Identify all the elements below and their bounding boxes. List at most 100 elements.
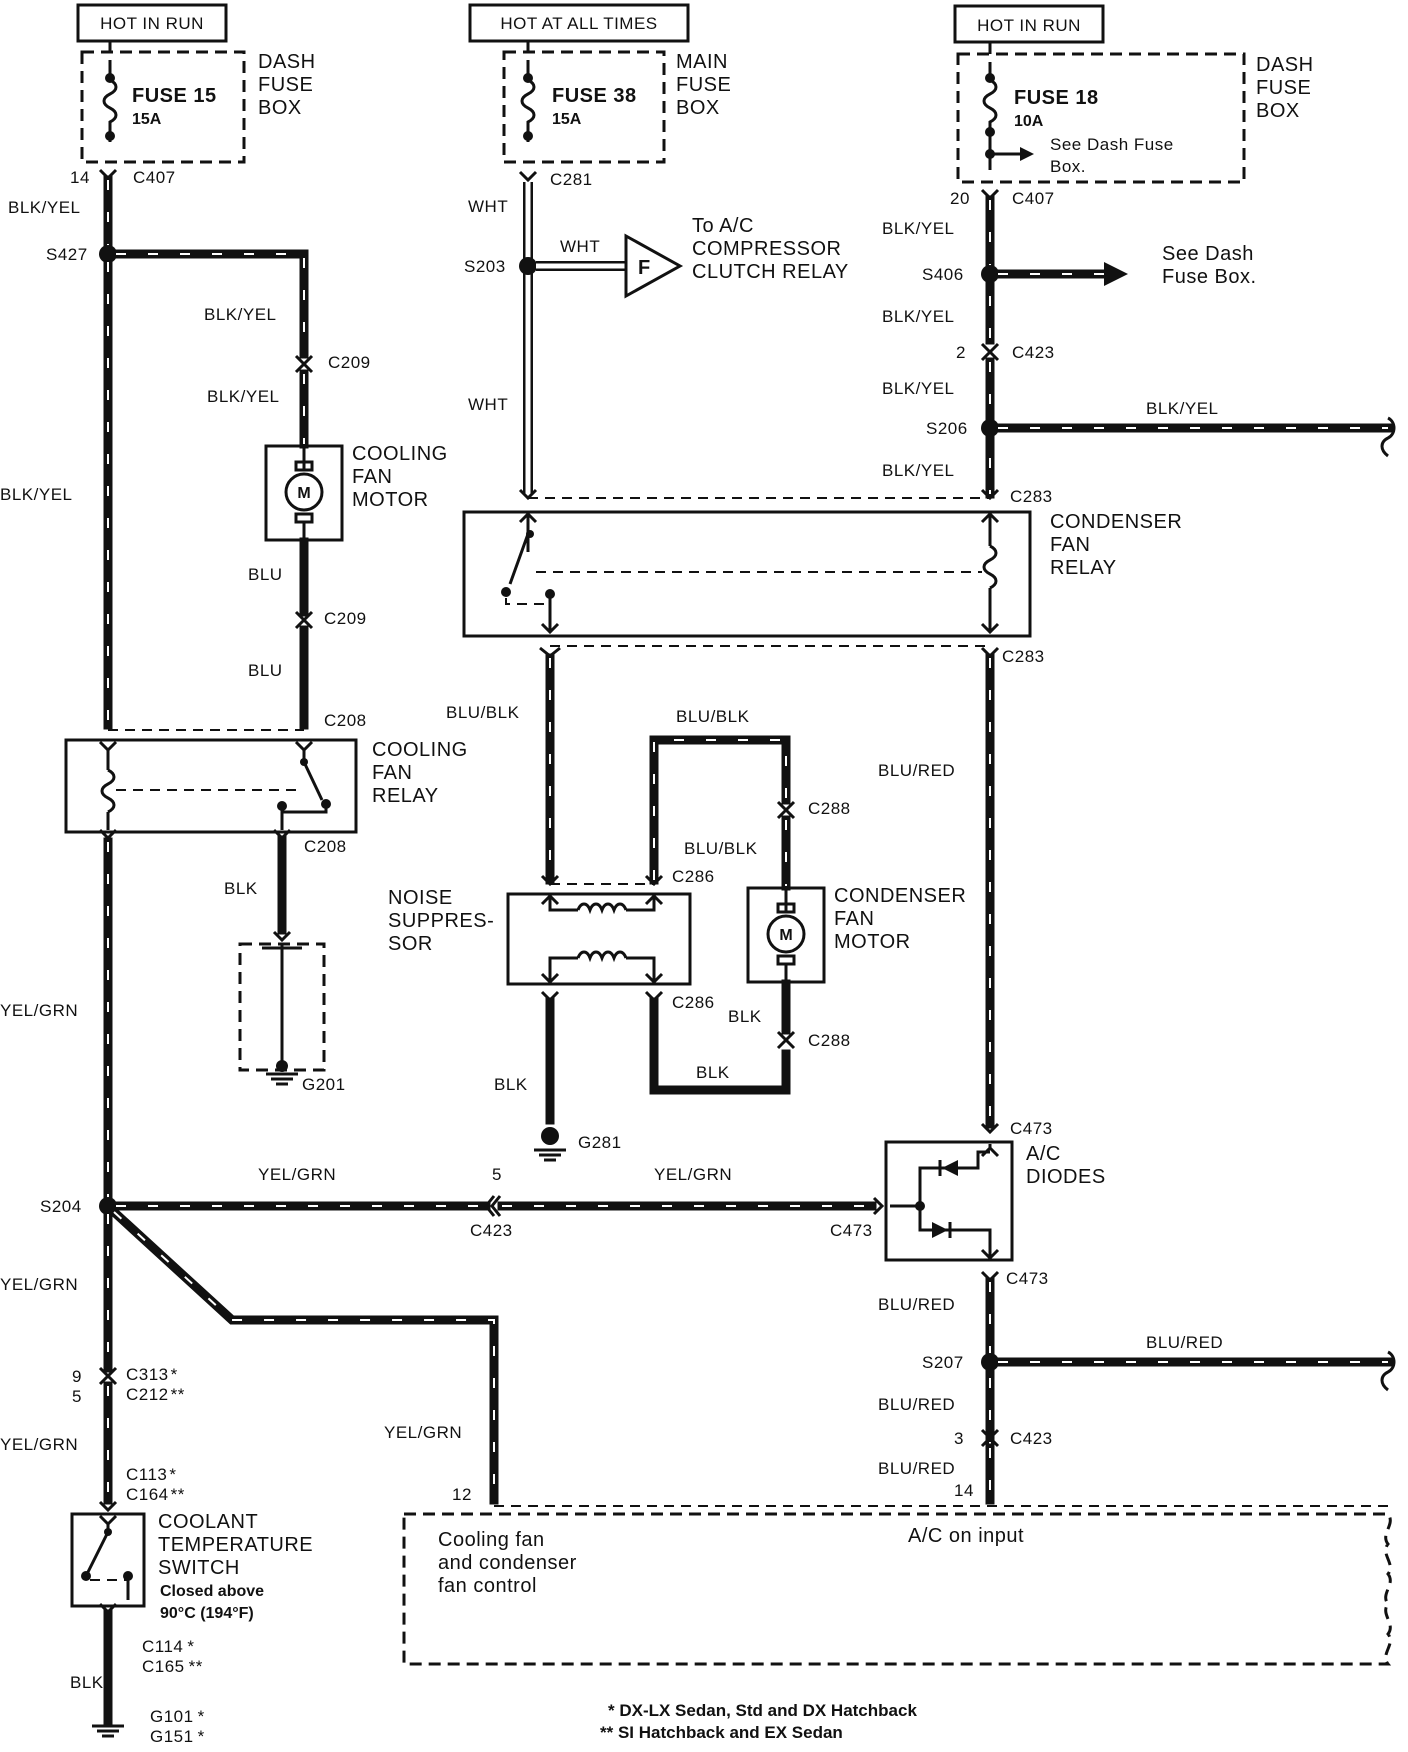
source-tag-right: HOT IN RUN <box>953 4 1105 54</box>
condenser-fan-relay-label-3: RELAY <box>1050 557 1117 579</box>
coolant-switch-label-1: COOLANT <box>158 1511 258 1533</box>
to-ac-compressor-arrow-icon <box>624 233 684 299</box>
control-unit-box <box>402 1512 1392 1666</box>
fuse-38-amps: 15A <box>552 111 582 128</box>
wire-label-yel-grn-1: YEL/GRN <box>0 1001 78 1020</box>
condenser-fan-relay-switch-icon <box>508 533 530 585</box>
cooling-fan-relay-label-3: RELAY <box>372 785 439 807</box>
to-ac-compressor-label-2: COMPRESSOR <box>692 238 841 260</box>
wire-label-blk-yel-3: BLK/YEL <box>204 305 277 324</box>
wire-label-blu-red-1: BLU/RED <box>878 761 955 780</box>
fuse-38-box-label-3: BOX <box>676 97 720 119</box>
wire-label-blk-yel-7: BLK/YEL <box>882 379 955 398</box>
cooling-fan-relay-switch-icon <box>302 761 324 801</box>
noise-suppressor-coil-lower-icon <box>576 950 628 963</box>
splice-s203 <box>519 257 537 275</box>
source-tag-middle: HOT AT ALL TIMES <box>468 3 690 52</box>
wire-break-icon-upper <box>1380 416 1396 458</box>
fuse-18-icon <box>982 62 998 170</box>
connector-c281 <box>518 170 538 183</box>
connector-c209-lower <box>294 610 314 630</box>
wire-label-yel-grn-2: YEL/GRN <box>0 1275 78 1294</box>
label-s206: S206 <box>926 419 968 438</box>
right-circuit: 20 C407 BLK/YEL S406 See Dash Fuse Box. … <box>830 188 1396 1505</box>
condenser-fan-relay-coil-icon <box>982 544 998 590</box>
label-c283-lower: C283 <box>1002 647 1045 666</box>
label-s406: S406 <box>922 265 964 284</box>
coolant-switch-icon <box>86 1531 110 1573</box>
ac-diodes <box>884 1140 1014 1262</box>
label-c313: C313* <box>126 1365 178 1384</box>
label-s427: S427 <box>46 245 88 264</box>
label-c286-lower: C286 <box>672 993 715 1012</box>
wire-label-blu-2: BLU <box>248 661 283 680</box>
cooling-fan-relay-label-2: FAN <box>372 762 412 784</box>
connector-c423-blk-yel <box>980 342 1000 362</box>
ac-diodes-label-2: DIODES <box>1026 1166 1106 1188</box>
label-c209-upper: C209 <box>328 353 371 372</box>
noise-suppressor-label-2: SUPPRES- <box>388 910 494 932</box>
wire-label-blk-yel-1: BLK/YEL <box>8 198 81 217</box>
fuse-38-box-label-1: MAIN <box>676 51 728 73</box>
condenser-fan-motor-label-2: FAN <box>834 908 874 930</box>
coolant-temperature-switch <box>70 1512 146 1608</box>
label-c165: C165** <box>142 1657 203 1676</box>
connector-c423-blu-red <box>980 1428 1000 1448</box>
label-g201: G201 <box>302 1075 346 1094</box>
label-c407-right: C407 <box>1012 189 1055 208</box>
wire-label-blu-blk-1: BLU/BLK <box>446 703 520 722</box>
see-dash-fuse-box-arrow-icon <box>1104 262 1128 286</box>
condenser-fan-relay <box>462 510 1032 638</box>
wire-break-icon-lower <box>1380 1350 1396 1392</box>
wire-label-blu-red-3: BLU/RED <box>1146 1333 1223 1352</box>
fuse-38-label: FUSE 38 <box>552 85 637 107</box>
pin-3: 3 <box>954 1429 964 1448</box>
label-c473-bottom: C473 <box>1006 1269 1049 1288</box>
label-s207: S207 <box>922 1353 964 1372</box>
noise-suppressor-label-1: NOISE <box>388 887 453 909</box>
fuse-15-box-label-3: BOX <box>258 97 302 119</box>
pin-14-right: 14 <box>954 1481 974 1500</box>
middle-circuit: C281 WHT WHT S203 WHT F To A/C COMPRESSO… <box>388 170 1182 1162</box>
label-s203: S203 <box>464 257 506 276</box>
coolant-switch-note-2: 90°C (194°F) <box>160 1605 254 1622</box>
label-c208-lower: C208 <box>304 837 347 856</box>
pin-12: 12 <box>452 1485 472 1504</box>
label-c423-blk-yel: C423 <box>1012 343 1055 362</box>
wire-label-blu-blk-3: BLU/BLK <box>684 839 758 858</box>
noise-suppressor-coil-upper-icon <box>576 902 628 915</box>
pin-5-right: 5 <box>492 1165 502 1184</box>
fuse-15-amps: 15A <box>132 111 162 128</box>
wire-label-yel-grn-4: YEL/GRN <box>384 1423 462 1442</box>
wire-label-blu-red-2: BLU/RED <box>878 1295 955 1314</box>
connector-c209-upper <box>294 354 314 374</box>
noise-suppressor <box>506 892 692 986</box>
cooling-fan-relay-label-1: COOLING <box>372 739 468 761</box>
footnote-1: * DX-LX Sedan, Std and DX Hatchback <box>608 1701 917 1720</box>
cooling-fan-motor-label-1: COOLING <box>352 443 448 465</box>
cooling-fan-motor-symbol: M <box>297 485 310 502</box>
connector-c313-c212 <box>98 1366 118 1386</box>
label-c407-left: C407 <box>133 168 176 187</box>
ac-diodes-label-1: A/C <box>1026 1143 1061 1165</box>
cooling-fan-motor-icon <box>284 472 324 512</box>
to-ac-compressor-symbol: F <box>638 257 651 279</box>
label-c473-left: C473 <box>830 1221 873 1240</box>
cooling-fan-motor-label-2: FAN <box>352 466 392 488</box>
wire-label-blk-yel-2: BLK/YEL <box>0 485 73 504</box>
label-g281: G281 <box>578 1133 622 1152</box>
label-g101: G101* <box>150 1707 205 1726</box>
control-unit-label-1: Cooling fan <box>438 1529 545 1551</box>
ground-g201-icon <box>266 1072 298 1086</box>
fuse-15-box-label-1: DASH <box>258 51 316 73</box>
wire-label-blk-5: BLK <box>728 1007 762 1026</box>
wire-label-yel-grn-3: YEL/GRN <box>0 1435 78 1454</box>
pin-20: 20 <box>950 189 970 208</box>
condenser-fan-relay-label-2: FAN <box>1050 534 1090 556</box>
condenser-fan-motor-symbol: M <box>779 927 792 944</box>
ground-g101-g151-icon <box>92 1724 124 1738</box>
see-dash-fuse-box-label-1: See Dash <box>1162 243 1254 265</box>
label-c212: C212** <box>126 1385 185 1404</box>
see-dash-fuse-box-label-2: Fuse Box. <box>1162 266 1257 288</box>
